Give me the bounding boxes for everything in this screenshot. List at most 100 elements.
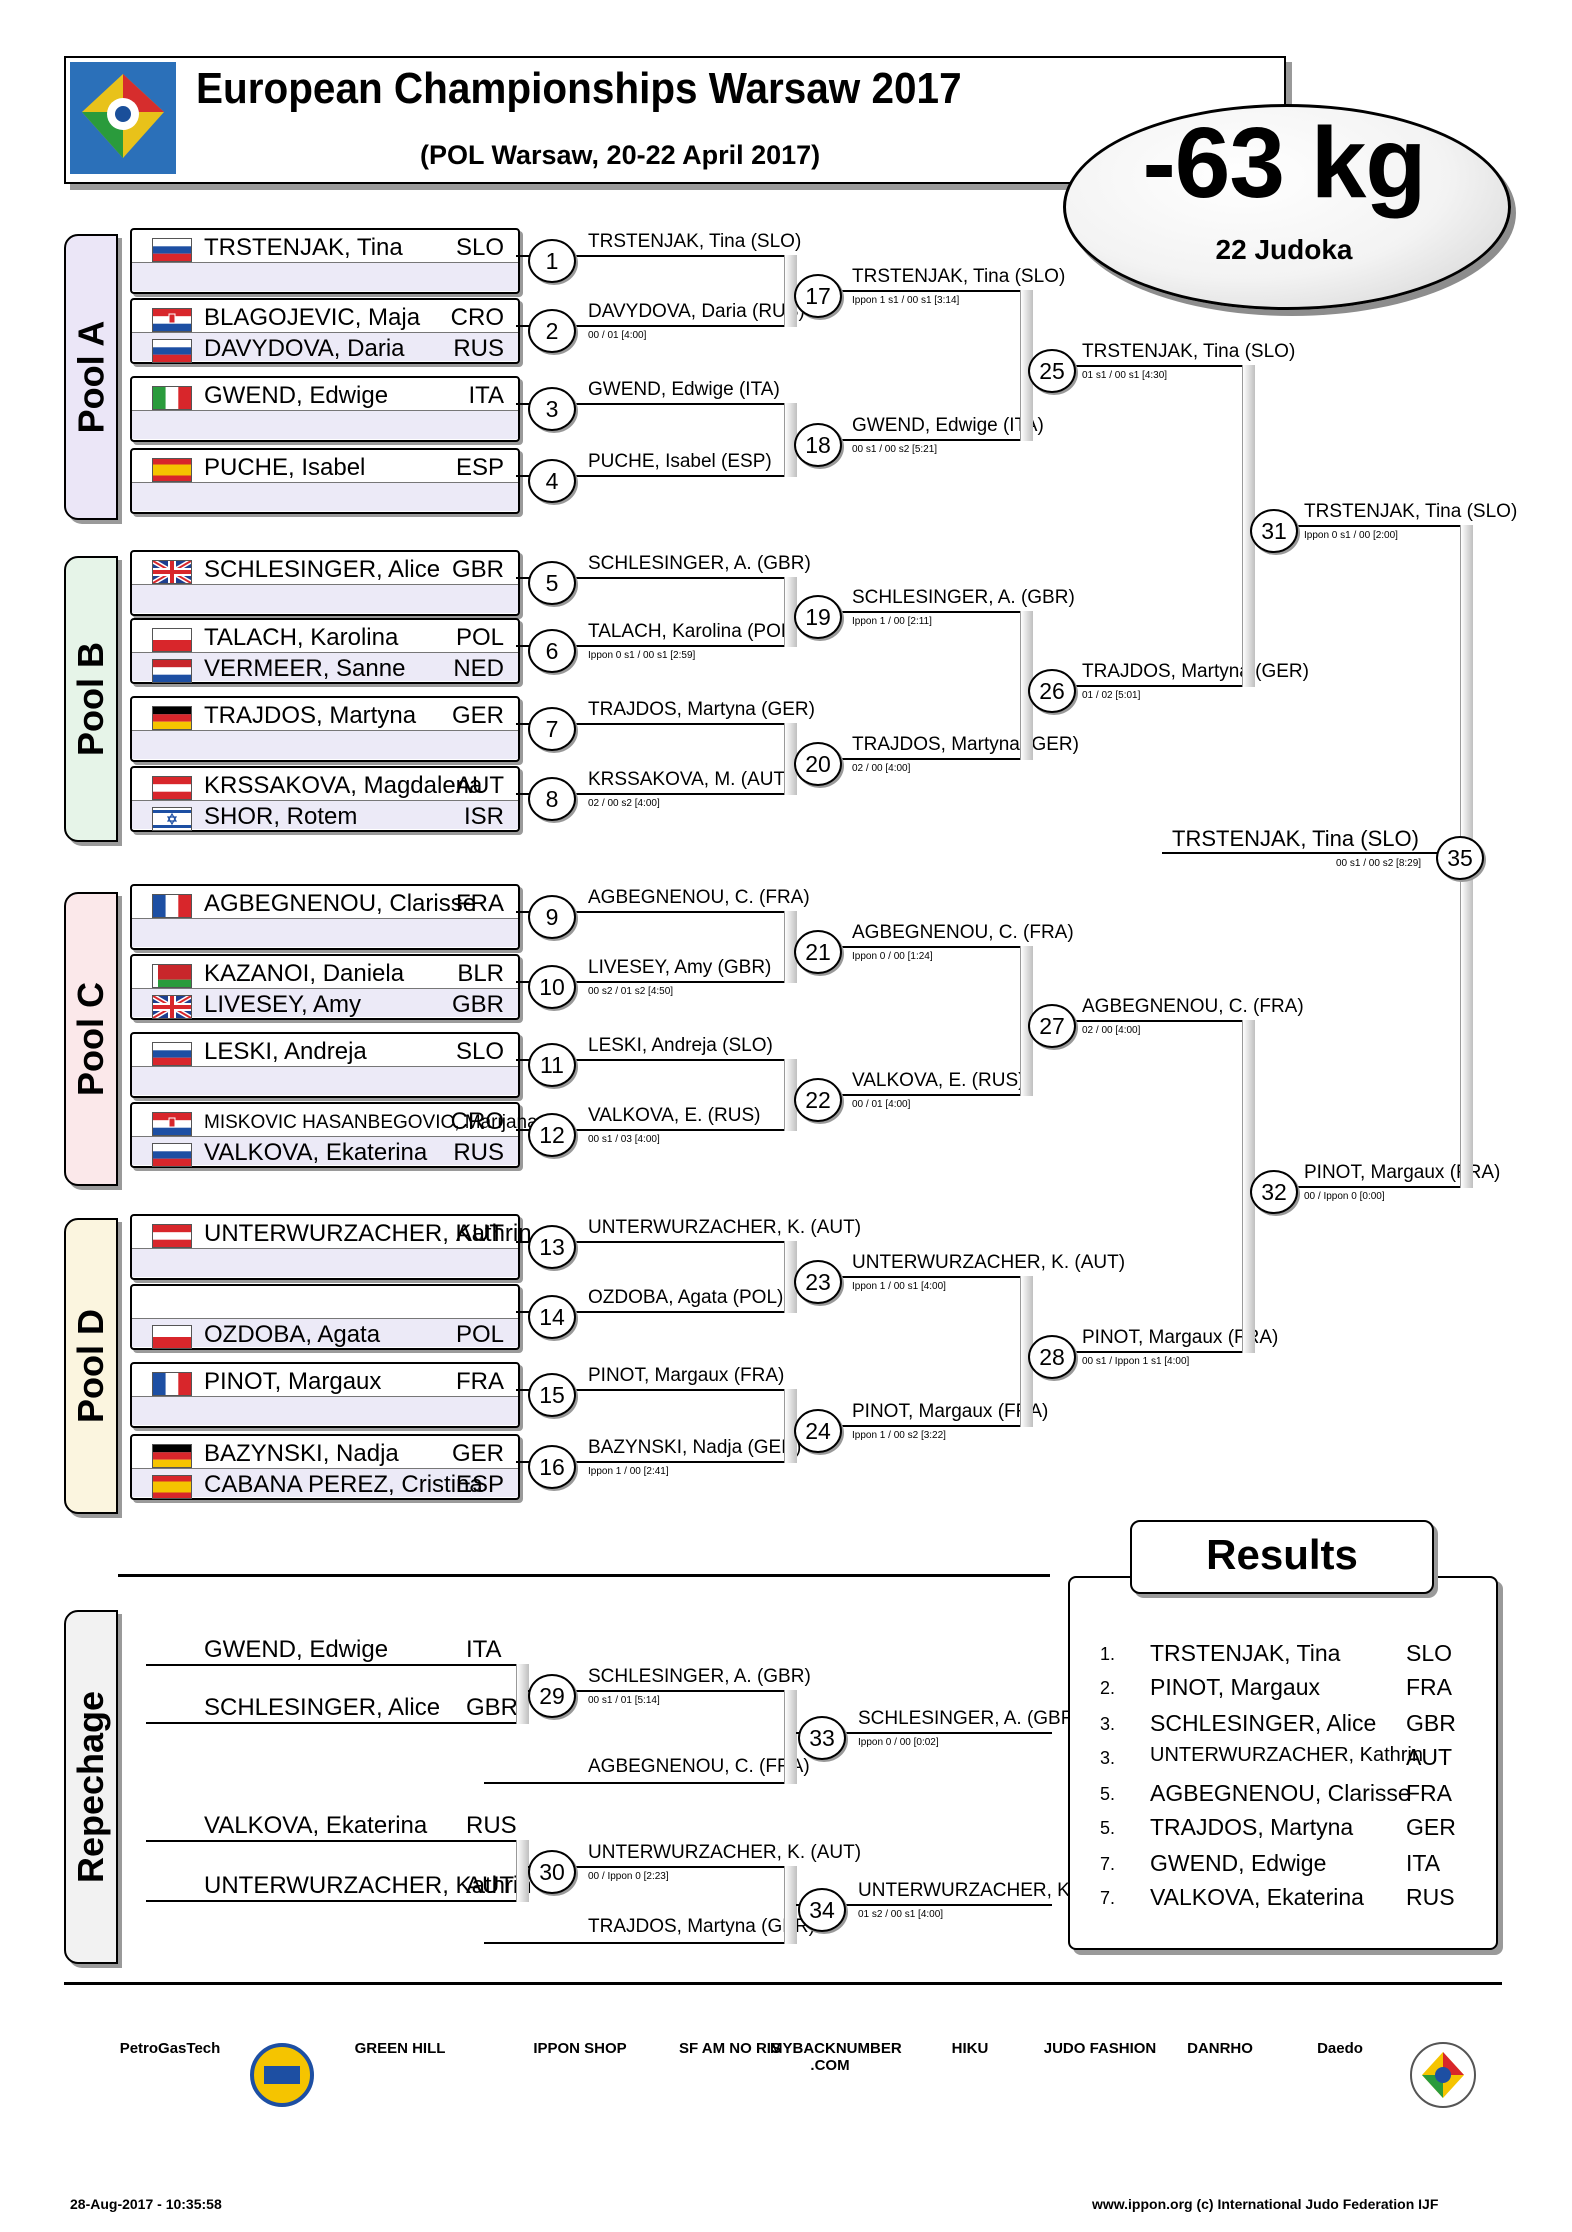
daedo-logo: Daedo <box>1317 2040 1363 2057</box>
pool-b-text: Pool B <box>70 642 111 756</box>
match-18-score: 00 s1 / 00 s2 [5:21] <box>852 444 938 455</box>
match-33-number: 33 <box>798 1716 846 1760</box>
result-name: VALKOVA, Ekaterina <box>1150 1884 1364 1910</box>
bracket-connector <box>784 1866 797 1944</box>
rus-flag-icon <box>152 339 192 363</box>
entry-slot <box>132 1248 518 1277</box>
result-rank: 3. <box>1100 1748 1116 1768</box>
match-20-winner: TRAJDOS, Martyna (GER) <box>852 734 1079 755</box>
pol-flag-icon <box>152 1325 192 1349</box>
match-12-winner: VALKOVA, E. (RUS) <box>588 1105 761 1126</box>
competitor-nation: AUT <box>456 772 504 799</box>
bracket-line <box>516 1241 528 1243</box>
entry-slot <box>132 584 518 613</box>
match-11-winner: LESKI, Andreja (SLO) <box>588 1035 773 1056</box>
danrho-logo: DANRHO <box>1187 2040 1253 2057</box>
match-14-number: 14 <box>528 1295 576 1339</box>
bracket-line <box>516 981 792 983</box>
result-name: SCHLESINGER, Alice <box>1150 1710 1377 1736</box>
final-score: 00 s1 / 00 s2 [8:29] <box>1336 858 1422 869</box>
bracket-line <box>1162 852 1460 854</box>
result-nation: FRA <box>1406 1674 1452 1700</box>
slo-flag-icon <box>152 1042 192 1066</box>
competitor-nation: FRA <box>456 890 504 917</box>
match-7-number: 7 <box>528 707 576 751</box>
bracket-line <box>516 645 792 647</box>
match-10-number: 10 <box>528 965 576 1009</box>
match-32-score: 00 / Ippon 0 [0:00] <box>1304 1191 1385 1202</box>
competitor-nation: POL <box>455 624 504 651</box>
bracket-line <box>516 793 528 795</box>
repechage-competitor: SCHLESINGER, Alice <box>204 1694 441 1721</box>
result-name: PINOT, Margaux <box>1150 1674 1320 1700</box>
competitor-nation: SLO <box>455 1038 504 1065</box>
match-14-winner: OZDOBA, Agata (POL) <box>588 1287 784 1308</box>
fra-flag-icon <box>152 1372 192 1396</box>
result-nation: GBR <box>1406 1710 1456 1736</box>
competitor-name: PINOT, Margaux <box>204 1368 382 1395</box>
bracket-connector <box>784 1389 797 1463</box>
competitor-nation: RUS <box>453 335 504 362</box>
result-rank: 1. <box>1100 1644 1116 1664</box>
match-33-opponent: AGBEGNENOU, C. (FRA) <box>588 1756 810 1777</box>
match-33-score: Ippon 0 / 00 [0:02] <box>858 1737 939 1748</box>
sfam-noris-logo: SF AM NO RIS <box>679 2040 781 2057</box>
match-31-number: 31 <box>1250 509 1298 553</box>
match-34-opponent: TRAJDOS, Martyna (GER) <box>588 1916 815 1937</box>
bracket-line <box>484 1782 792 1784</box>
match-8-number: 8 <box>528 777 576 821</box>
match-18-number: 18 <box>794 423 842 467</box>
header-box <box>64 56 1286 184</box>
bracket-line <box>796 290 1024 292</box>
competitor-name: LIVESEY, Amy <box>204 991 361 1018</box>
bracket-connector <box>784 1059 797 1131</box>
competitor-nation: ITA <box>468 382 504 409</box>
match-28-winner: PINOT, Margaux (FRA) <box>1082 1327 1279 1348</box>
isr-flag-icon <box>152 807 192 831</box>
results-title: Results <box>1130 1520 1434 1594</box>
competitor-nation: CRO <box>450 1108 504 1135</box>
entry-slot <box>132 482 518 511</box>
blr-flag-icon <box>152 964 192 988</box>
bracket-line <box>796 1904 1052 1906</box>
match-26-score: 01 / 02 [5:01] <box>1082 690 1141 701</box>
bracket-line <box>796 1094 1024 1096</box>
gbr-flag-icon <box>152 560 192 584</box>
match-32-number: 32 <box>1250 1170 1298 1214</box>
match-20-number: 20 <box>794 742 842 786</box>
bracket-line <box>516 577 792 579</box>
match-21-winner: AGBEGNENOU, C. (FRA) <box>852 922 1074 943</box>
competitor-name: PUCHE, Isabel <box>204 454 366 481</box>
match-16-score: Ippon 1 / 00 [2:41] <box>588 1466 669 1477</box>
match-26-winner: TRAJDOS, Martyna (GER) <box>1082 661 1309 682</box>
bracket-connector <box>1242 365 1255 687</box>
entry-slot <box>132 1288 518 1316</box>
match-22-number: 22 <box>794 1078 842 1122</box>
match-19-score: Ippon 1 / 00 [2:11] <box>852 616 932 627</box>
match-21-score: Ippon 0 / 00 [1:24] <box>852 951 933 962</box>
bracket-line <box>1030 1351 1246 1353</box>
competitor-name: LESKI, Andreja <box>204 1038 367 1065</box>
slo-flag-icon <box>152 238 192 262</box>
result-name: UNTERWURZACHER, Kathrin <box>1150 1744 1423 1766</box>
match-16-winner: BAZYNSKI, Nadja (GER) <box>588 1437 802 1458</box>
result-rank: 7. <box>1100 1854 1116 1874</box>
match-3-winner: GWEND, Edwige (ITA) <box>588 379 780 400</box>
competitor-nation: FRA <box>456 1368 504 1395</box>
match-25-score: 01 s1 / 00 s1 [4:30] <box>1082 370 1168 381</box>
aut-flag-icon <box>152 1224 192 1248</box>
match-12-number: 12 <box>528 1113 576 1157</box>
bracket-connector <box>784 577 797 647</box>
match-28-number: 28 <box>1028 1335 1076 1379</box>
result-rank: 7. <box>1100 1888 1116 1908</box>
